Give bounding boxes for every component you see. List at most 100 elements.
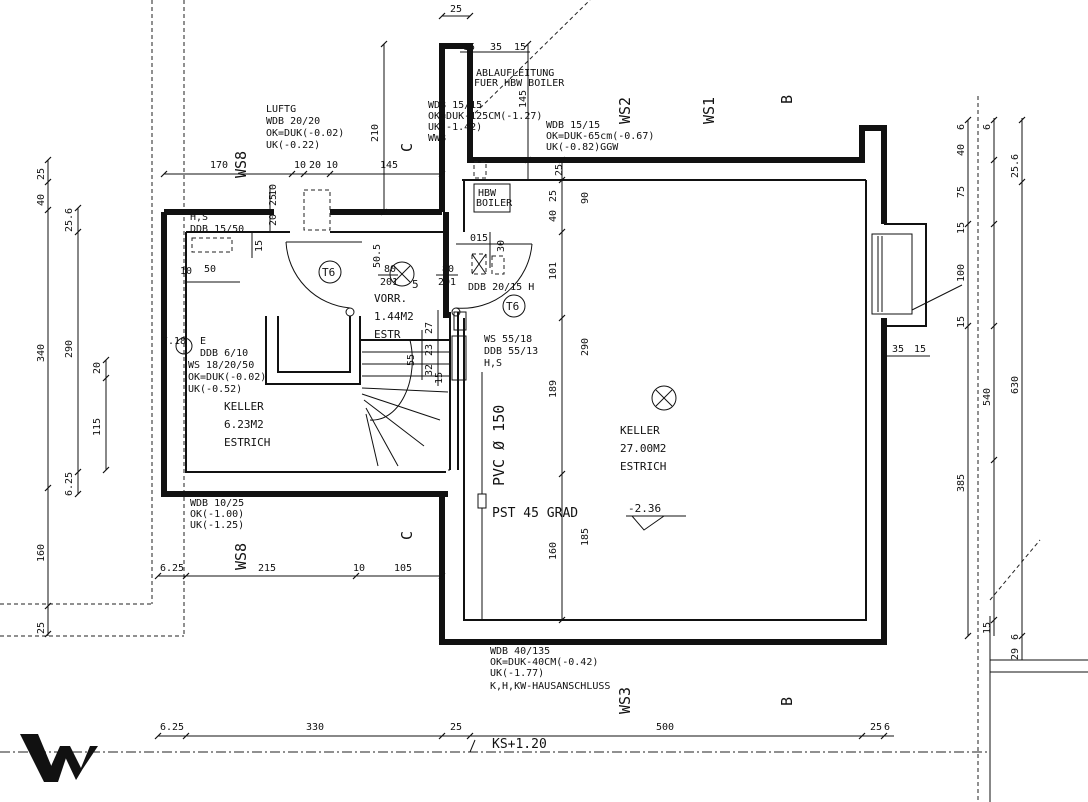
dim-015: 015 (470, 233, 488, 244)
dim-vert-210: 210 (370, 124, 381, 142)
dim-bottom-215: 215 (258, 563, 276, 574)
walls (161, 43, 927, 645)
vorr-line2: 1.44M2 (374, 310, 414, 323)
t6-circle-left (318, 260, 342, 284)
col-160: 160 (548, 542, 559, 560)
lv-160: 160 (36, 544, 47, 562)
rb-29: 29 (1010, 648, 1021, 660)
wdb-top-mid-2: OK=DUK-125CM(-1.27) (428, 111, 542, 122)
dim-top-15a: 15 (463, 42, 475, 53)
rb-6: 6 (982, 124, 993, 130)
lueftg-line4: UK(-0.22) (266, 140, 320, 151)
dim-base-330: 330 (306, 722, 324, 733)
lv-340: 340 (36, 344, 47, 362)
stair-dim-32: 32 (424, 364, 435, 376)
keller-small-name: KELLER (224, 400, 264, 413)
wdb-bottom-4: K,H,KW-HAUSANSCHLUSS (490, 681, 610, 692)
boiler-line1: HBW (478, 188, 497, 199)
e-block-4: OK=DUK(-0.02) (188, 372, 266, 383)
col-90: 90 (580, 192, 591, 204)
wdb-top-mid-3: UK(-1.42) (428, 122, 482, 133)
fixture-number: 5 (412, 278, 419, 291)
dim-base-6: 6 (884, 722, 890, 733)
ra-385: 385 (956, 474, 967, 492)
col-185: 185 (580, 528, 591, 546)
keller-big-area: 27.00M2 (620, 442, 666, 455)
boiler-line2: BOILER (476, 198, 513, 209)
door-mid-width: 80 (442, 264, 454, 275)
ws8-top: WS8 (232, 151, 250, 178)
e-block-3: WS 18/20/50 (188, 360, 254, 371)
rb-630: 630 (1010, 376, 1021, 394)
dim-50: 50 (204, 264, 216, 275)
annotations: ABLAUFLEITUNG FUER HBW BOILER LUFTG WDB … (162, 68, 796, 752)
dim-mid-15: 15 (254, 240, 265, 252)
t6-circle-right (502, 294, 526, 318)
lueftg-line2: WDB 20/20 (266, 116, 320, 127)
li-20: 20 (92, 362, 103, 374)
dim-145: 145 (380, 160, 398, 171)
dim-base-500: 500 (656, 722, 674, 733)
staircase (361, 339, 450, 471)
light-fixture-e (175, 337, 193, 355)
dim-10b: 10 (326, 160, 338, 171)
lv-25a: 25 (36, 168, 47, 180)
lv-40: 40 (36, 194, 47, 206)
dim-bottom-625: 6.25 (160, 563, 184, 574)
door-left-height: 201 (380, 277, 398, 288)
wdb-top-mid-4: WWB (428, 133, 446, 144)
rb-6b: 6 (1010, 634, 1021, 640)
section-c-top: C (398, 143, 416, 152)
dim-bottom-10: 10 (353, 563, 365, 574)
rb-256: 25.6 (1010, 154, 1021, 178)
dim-10: 10 (180, 266, 192, 277)
vorr-line1: VORR. (374, 292, 407, 305)
e-block-5: UK(-0.52) (188, 384, 242, 395)
dimension-ticks (44, 12, 1026, 740)
li-256: 25.6 (64, 208, 75, 232)
lueftg-line1: LUFTG (266, 104, 296, 115)
stair-dim-27: 27 (424, 322, 435, 334)
win-15: 15 (914, 344, 926, 355)
wdb-top-mid-1: WDB 15/15 (428, 100, 482, 111)
ddb-2015-label: DDB 20/15 H (468, 282, 534, 293)
dim-base-25a: 25 (450, 722, 462, 733)
ws-5518-3: H,S (484, 358, 502, 369)
ra-540: 540 (982, 388, 993, 406)
dim-mid-10: 10 (268, 184, 279, 196)
li-290: 290 (64, 340, 75, 358)
wdb-top-right-2: OK=DUK-65cm(-0.67) (546, 131, 654, 142)
dim-top-35: 35 (490, 42, 502, 53)
col-189: 189 (548, 380, 559, 398)
dimension-lines (47, 15, 1023, 737)
ws-5518-1: WS 55/18 (484, 334, 532, 345)
door-left-width: 80 (384, 264, 396, 275)
light-fixture-keller (651, 385, 677, 411)
ws-5518-2: DDB 55/13 (484, 346, 538, 357)
ws2: WS2 (616, 97, 634, 124)
dim-base-25b: 25 (870, 722, 882, 733)
dim-top-25: 25 (450, 4, 462, 15)
wdb-top-right-3: UK(-0.82)GGW (546, 142, 619, 153)
ra-100: 100 (956, 264, 967, 282)
wdb-bottom-2: OK=DUK-40CM(-0.42) (490, 657, 598, 668)
section-b-top: B (778, 95, 796, 104)
t6-label-left: T6 (322, 266, 335, 279)
ra-6: 6 (956, 124, 967, 130)
e-block-1: E (200, 336, 206, 347)
col-25b: 25 (548, 190, 559, 202)
logo-mark (20, 734, 98, 782)
wdb-top-right-1: WDB 15/15 (546, 120, 600, 131)
col-290: 290 (580, 338, 591, 356)
e-block-2: DDB 6/10 (200, 348, 248, 359)
pst-label: PST 45 GRAD (492, 506, 578, 521)
win-35: 35 (892, 344, 904, 355)
wdb-bl-2: OK(-1.00) (190, 509, 244, 520)
stair-dim-23: 23 (424, 344, 435, 356)
ablaufleitung-line2: FUER HBW BOILER (474, 78, 565, 89)
ablaufleitung-line1: ABLAUFLEITUNG (476, 68, 554, 79)
stair-dim-15: 15 (434, 372, 445, 384)
ra-75: 75 (956, 186, 967, 198)
dim-170: 170 (210, 160, 228, 171)
